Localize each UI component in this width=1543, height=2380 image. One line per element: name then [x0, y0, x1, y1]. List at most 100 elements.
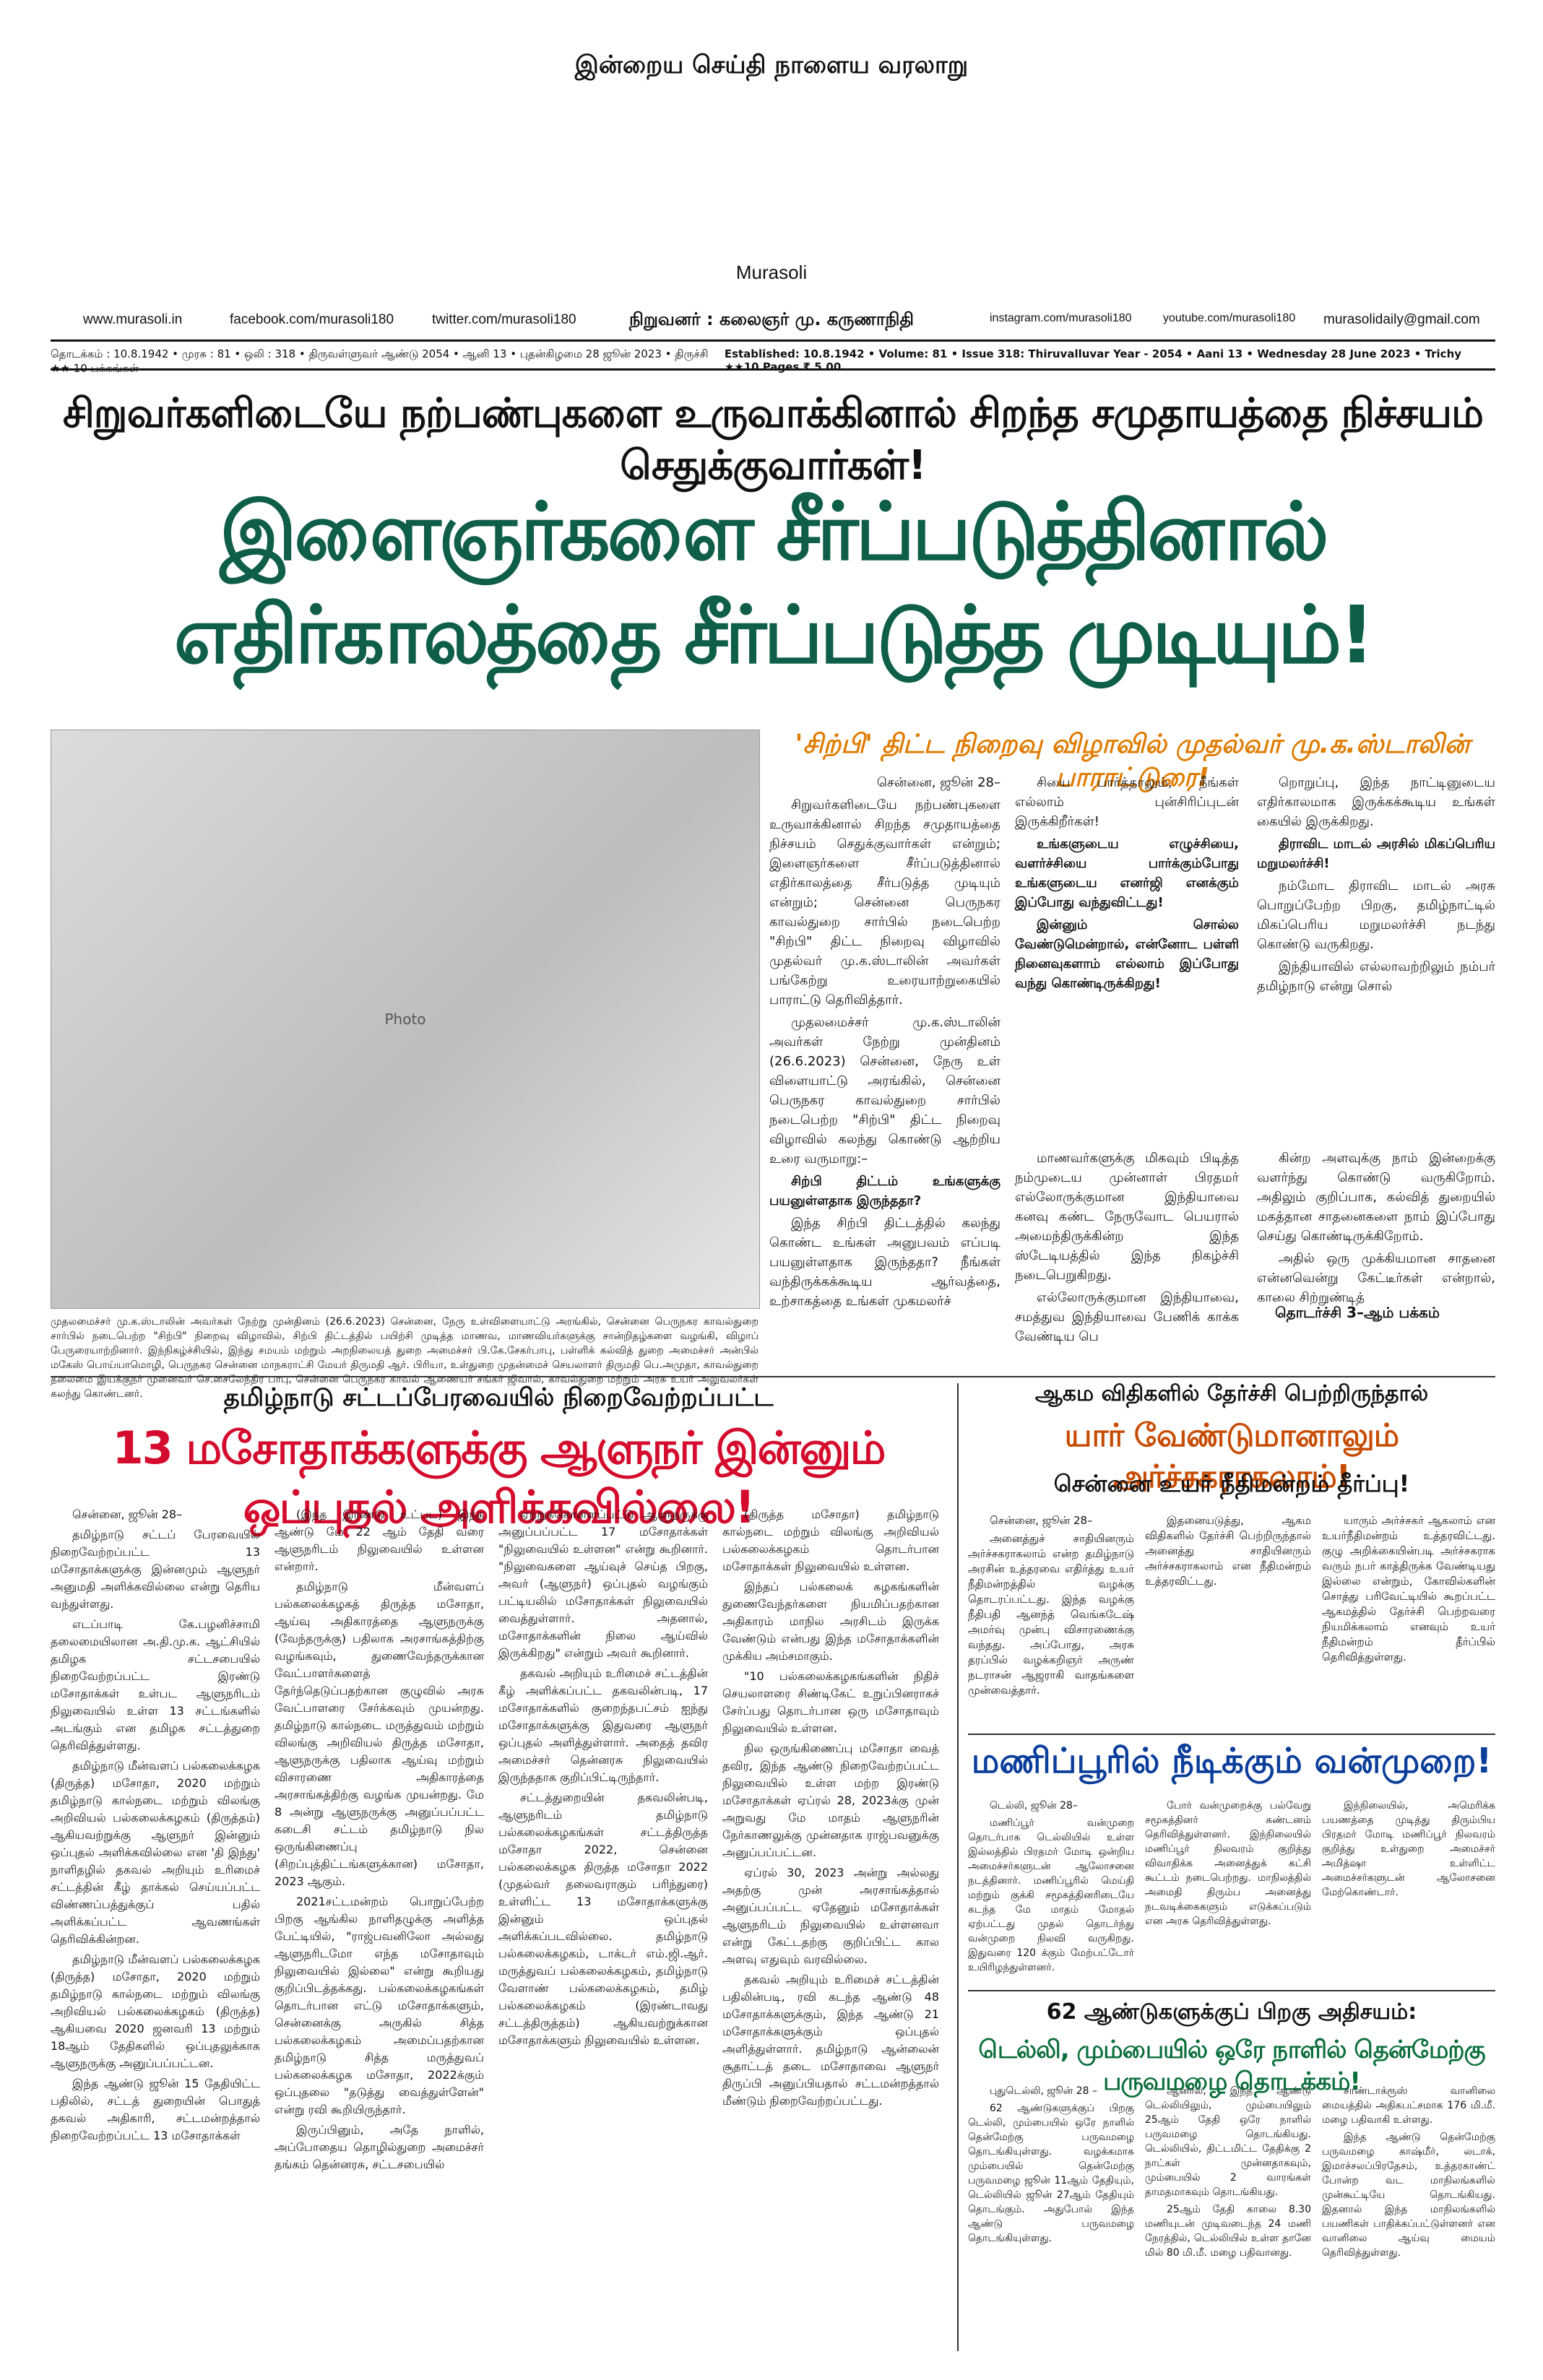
paragraph: இந்நிலையில், அமெரிக்க பயணத்தை முடித்து த… — [1322, 1800, 1495, 1898]
continuation-link[interactable]: தொடர்ச்சி 3–ஆம் பக்கம் — [1275, 1304, 1440, 1321]
paragraph: இருப்பினும், அதே நாளில், அப்போதைய தொழில்… — [275, 2123, 484, 2171]
dateline: சென்னை, ஜூன் 28– — [72, 1507, 183, 1521]
facebook-link[interactable]: facebook.com/murasoli180 — [230, 312, 394, 327]
paragraph: இதனையடுத்து, ஆகம விதிகளில் தேர்ச்சி பெற்… — [1145, 1514, 1311, 1588]
paragraph: சட்டத்துறையின் தகவலின்படி, ஆளுநரிடம் தமி… — [498, 1791, 708, 2047]
story3-kicker: ஆகம விதிகளில் தேர்ச்சி பெற்றிருந்தால் — [1034, 1381, 1429, 1406]
story5-column-1: புதுடெல்லி, ஜூன் 28 – 62 ஆண்டுகளுக்குப் … — [968, 2084, 1134, 2249]
lead-column-3b: கின்ற அளவுக்கு நாம் இன்றைக்கு வளர்ந்து க… — [1257, 1148, 1495, 1310]
subheading: திராவிட மாடல் அரசில் மிகப்பெரிய மறுமலர்ச… — [1257, 836, 1495, 871]
lead-photo: Photo — [51, 730, 760, 1309]
lead-subhead: சிறுவர்களிடையே நற்பண்புகளை உருவாக்கினால்… — [62, 390, 1484, 489]
paragraph: மணிப்பூர் வன்முறை தொடர்பாக டெல்லியில் உள… — [968, 1817, 1134, 1973]
paragraph: ஏற்றுக்கொள்ளப்பட்டு ஆளுநருக்கு அனுப்பப்ப… — [498, 1507, 708, 1660]
website-link[interactable]: www.murasoli.in — [83, 312, 183, 327]
story2-column-2: (இந்த இரண்டு உட்பட) இந்த ஆண்டு மே 22 ஆம்… — [275, 1506, 484, 2176]
paragraph: கின்ற அளவுக்கு நாம் இன்றைக்கு வளர்ந்து க… — [1257, 1151, 1495, 1244]
dateline-english: Established: 10.8.1942 • Volume: 81 • Is… — [724, 347, 1462, 373]
story3-headline: யார் வேண்டுமானாலும் அர்ச்சகராகலாம்! — [1064, 1417, 1399, 1495]
paragraph: தமிழ்நாடு மீன்வளப் பல்கலைக்கழக (திருத்த)… — [51, 1759, 260, 1946]
story4-column-2: போர் வன்முறைக்கு பல்வேறு சமூகத்தினர் கண்… — [1145, 1799, 1311, 1931]
story2-headline: 13 மசோதாக்களுக்கு ஆளுநர் இன்னும் ஒப்புதல… — [112, 1421, 886, 1533]
lead-column-3a: றொறுப்பு, இந்த நாட்டினுடைய எதிர்காலமாக இ… — [1257, 773, 1495, 999]
dateline-bar: தொடக்கம் : 10.8.1942 • முரசு : 81 • ஒலி … — [51, 347, 1495, 376]
paragraph: தகவல் அறியும் உரிமைச் சட்டத்தின் பதிலின்… — [722, 1973, 939, 2108]
masthead-motto: இன்றைய செய்தி நாளைய வரலாறு — [574, 51, 969, 79]
paragraph: சியை பார்த்தாலும், நீங்கள் எல்லாம் புன்ச… — [1015, 775, 1239, 829]
youtube-link[interactable]: youtube.com/murasoli180 — [1163, 312, 1296, 324]
paragraph: இந்தப் பல்கலைக் கழகங்களின் துணைவேந்தர்கள… — [722, 1580, 939, 1663]
paragraph: சிறுவர்களிடையே நற்பண்புகளை உருவாக்கினால்… — [769, 797, 1000, 1008]
dateline-tamil: தொடக்கம் : 10.8.1942 • முரசு : 81 • ஒலி … — [51, 347, 709, 375]
paragraph: (இந்த இரண்டு உட்பட) இந்த ஆண்டு மே 22 ஆம்… — [275, 1507, 484, 1573]
masthead-name: Murasoli — [735, 261, 808, 283]
story3-column-2: இதனையடுத்து, ஆகம விதிகளில் தேர்ச்சி பெற்… — [1145, 1513, 1311, 1592]
photo-placeholder-label: Photo — [384, 1011, 426, 1028]
story2-kicker: தமிழ்நாடு சட்டப்பேரவையில் நிறைவேற்றப்பட்… — [223, 1383, 774, 1412]
paragraph: இந்த சிற்பி திட்டத்தில் கலந்து கொண்ட உங்… — [769, 1216, 1000, 1309]
story3-column-3: யாரும் அர்ச்சகர் ஆகலாம் என உயர்நீதிமன்றம… — [1322, 1513, 1495, 1668]
paragraph: ஏப்ரல் 30, 2023 அன்று அல்லது அதற்கு முன்… — [722, 1866, 939, 1966]
paragraph: தமிழ்நாடு மீன்வளப் பல்கலைக்கழக (திருத்த)… — [51, 1952, 260, 2070]
paragraph: ஆனால், இந்த ஆண்டு டெல்லியிலும், மும்பையி… — [1145, 2085, 1311, 2198]
section-divider — [968, 1990, 1495, 1991]
paragraph: 25ஆம் தேதி காலை 8.30 மணியுடன் முடிவடைந்த… — [1145, 2204, 1311, 2259]
lead-column-2b: மாணவர்களுக்கு மிகவும் பிடித்த நம்முடைய ம… — [1015, 1148, 1239, 1349]
dateline: சென்னை, ஜூன் 28– — [876, 775, 1000, 790]
founder-line: நிறுவனர் : கலைஞர் மு. கருணாநிதி — [0, 309, 1543, 332]
story3-subhead: சென்னை உயர் நீதிமன்றம் தீர்ப்பு! — [1053, 1470, 1410, 1497]
paragraph: தமிழ்நாடு மீன்வளப் பல்கலைக்கழகத் திருத்த… — [275, 1580, 484, 1888]
paragraph: தமிழ்நாடு சட்டப் பேரவையில் நிறைவேற்றப்பட… — [51, 1528, 260, 1611]
paragraph: யாரும் அர்ச்சகர் ஆகலாம் என உயர்நீதிமன்றம… — [1322, 1514, 1495, 1663]
story4-column-1: டெல்லி, ஜூன் 28– மணிப்பூர் வன்முறை தொடர்… — [968, 1799, 1134, 1978]
paragraph: அதில் ஒரு முக்கியமான சாதனை என்னவென்று கே… — [1257, 1251, 1495, 1305]
column-divider — [957, 1383, 959, 2351]
masthead-rule-top — [51, 339, 1495, 342]
section-divider — [51, 1376, 1495, 1377]
lead-column-1: சென்னை, ஜூன் 28– சிறுவர்களிடையே நற்பண்பு… — [769, 773, 1000, 1314]
story5-headline: டெல்லி, மும்பையில் ஒரே நாளில் தென்மேற்கு… — [978, 2035, 1485, 2096]
instagram-link[interactable]: instagram.com/murasoli180 — [990, 312, 1132, 324]
subheading: சிற்பி திட்டம் உங்களுக்கு பயனுள்ளதாக இரு… — [769, 1174, 1000, 1208]
story2-column-1: சென்னை, ஜூன் 28– தமிழ்நாடு சட்டப் பேரவைய… — [51, 1506, 260, 2147]
story3-column-1: சென்னை, ஜூன் 28– அனைத்துச் சாதியினரும் அ… — [968, 1513, 1134, 1701]
paragraph: 62 ஆண்டுகளுக்குப் பிறகு டெல்லி, மும்பையி… — [968, 2103, 1134, 2244]
paragraph: நம்மோட திராவிட மாடல் அரசு பொறுப்பேற்ற பி… — [1257, 878, 1495, 952]
paragraph: சாண்டாக்ரூஸ் வானிலை மையத்தில் அதிகபட்சமா… — [1322, 2085, 1495, 2126]
dateline: டெல்லி, ஜூன் 28– — [990, 1800, 1078, 1812]
paragraph: "10 பல்கலைக்கழகங்களின் நிதிச் செயலாளரை ச… — [722, 1669, 939, 1735]
lead-headline: இளைஞர்களை சீர்ப்படுத்தினால் எதிர்காலத்தை… — [173, 485, 1375, 681]
paragraph: போர் வன்முறைக்கு பல்வேறு சமூகத்தினர் கண்… — [1145, 1800, 1311, 1927]
paragraph: இந்த ஆண்டு தென்மேற்கு பருவமழை காஷ்மீர், … — [1322, 2132, 1495, 2259]
paragraph: இந்த ஆண்டு ஜூன் 15 தேதியிட்ட பதிலில், சட… — [51, 2077, 260, 2142]
paragraph: நில ஒருங்கிணைப்பு மசோதா வைத் தவிர, இந்த … — [722, 1741, 939, 1859]
paragraph: தகவல் அறியும் உரிமைச் சட்டத்தின் கீழ் அள… — [498, 1666, 708, 1784]
masthead-rule-bottom — [51, 368, 1495, 371]
twitter-link[interactable]: twitter.com/murasoli180 — [432, 312, 576, 327]
lead-column-2a: சியை பார்த்தாலும், நீங்கள் எல்லாம் புன்ச… — [1015, 773, 1239, 996]
paragraph: அனைத்துச் சாதியினரும் அர்ச்சகராகலாம் என்… — [968, 1532, 1134, 1697]
story5-column-3: சாண்டாக்ரூஸ் வானிலை மையத்தில் அதிகபட்சமா… — [1322, 2084, 1495, 2263]
paragraph: முதலமைச்சர் மு.க.ஸ்டாலின் அவர்கள் நேற்று… — [769, 1015, 1000, 1167]
paragraph: எடப்பாடி கே.பழனிச்சாமி தலைமையிலான அ.தி.ம… — [51, 1617, 260, 1752]
story4-headline: மணிப்பூரில் நீடிக்கும் வன்முறை! — [971, 1741, 1492, 1781]
dateline: புதுடெல்லி, ஜூன் 28 – — [990, 2085, 1097, 2097]
section-divider — [968, 1734, 1495, 1735]
story4-column-3: இந்நிலையில், அமெரிக்க பயணத்தை முடித்து த… — [1322, 1799, 1495, 1903]
subheading: உங்களுடைய எழுச்சியை, வளர்ச்சியை பார்க்கு… — [1015, 836, 1239, 910]
paragraph: (திருத்த மசோதா) தமிழ்நாடு கால்நடை மற்றும… — [722, 1507, 939, 1573]
paragraph: மாணவர்களுக்கு மிகவும் பிடித்த நம்முடைய ம… — [1015, 1151, 1239, 1283]
paragraph: இந்தியாவில் எல்லாவற்றிலும் நம்பர் தமிழ்ந… — [1257, 959, 1495, 994]
paragraph: 2021சட்டமன்றம் பொறுப்பேற்ற பிறகு ஆங்கில … — [275, 1895, 484, 2116]
story5-column-2: ஆனால், இந்த ஆண்டு டெல்லியிலும், மும்பையி… — [1145, 2084, 1311, 2263]
paragraph: றொறுப்பு, இந்த நாட்டினுடைய எதிர்காலமாக இ… — [1257, 775, 1495, 829]
story5-kicker: 62 ஆண்டுகளுக்குப் பிறகு அதிசயம்: — [1046, 1999, 1417, 2025]
dateline: சென்னை, ஜூன் 28– — [990, 1514, 1093, 1527]
paragraph: எல்லோருக்குமான இந்தியாவை, சமத்துவ இந்திய… — [1015, 1290, 1239, 1344]
email-link[interactable]: murasolidaily@gmail.com — [1323, 312, 1480, 327]
story2-column-4: (திருத்த மசோதா) தமிழ்நாடு கால்நடை மற்றும… — [722, 1506, 939, 2113]
subheading: இன்னும் சொல்ல வேண்டுமென்றால், என்னோட பள்… — [1015, 917, 1239, 991]
founder-text: நிறுவனர் : கலைஞர் மு. கருணாநிதி — [628, 309, 915, 329]
lead-kicker: 'சிற்பி' திட்ட நிறைவு விழாவில் முதல்வர் … — [795, 730, 1470, 792]
story2-column-3: ஏற்றுக்கொள்ளப்பட்டு ஆளுநருக்கு அனுப்பப்ப… — [498, 1506, 708, 2052]
